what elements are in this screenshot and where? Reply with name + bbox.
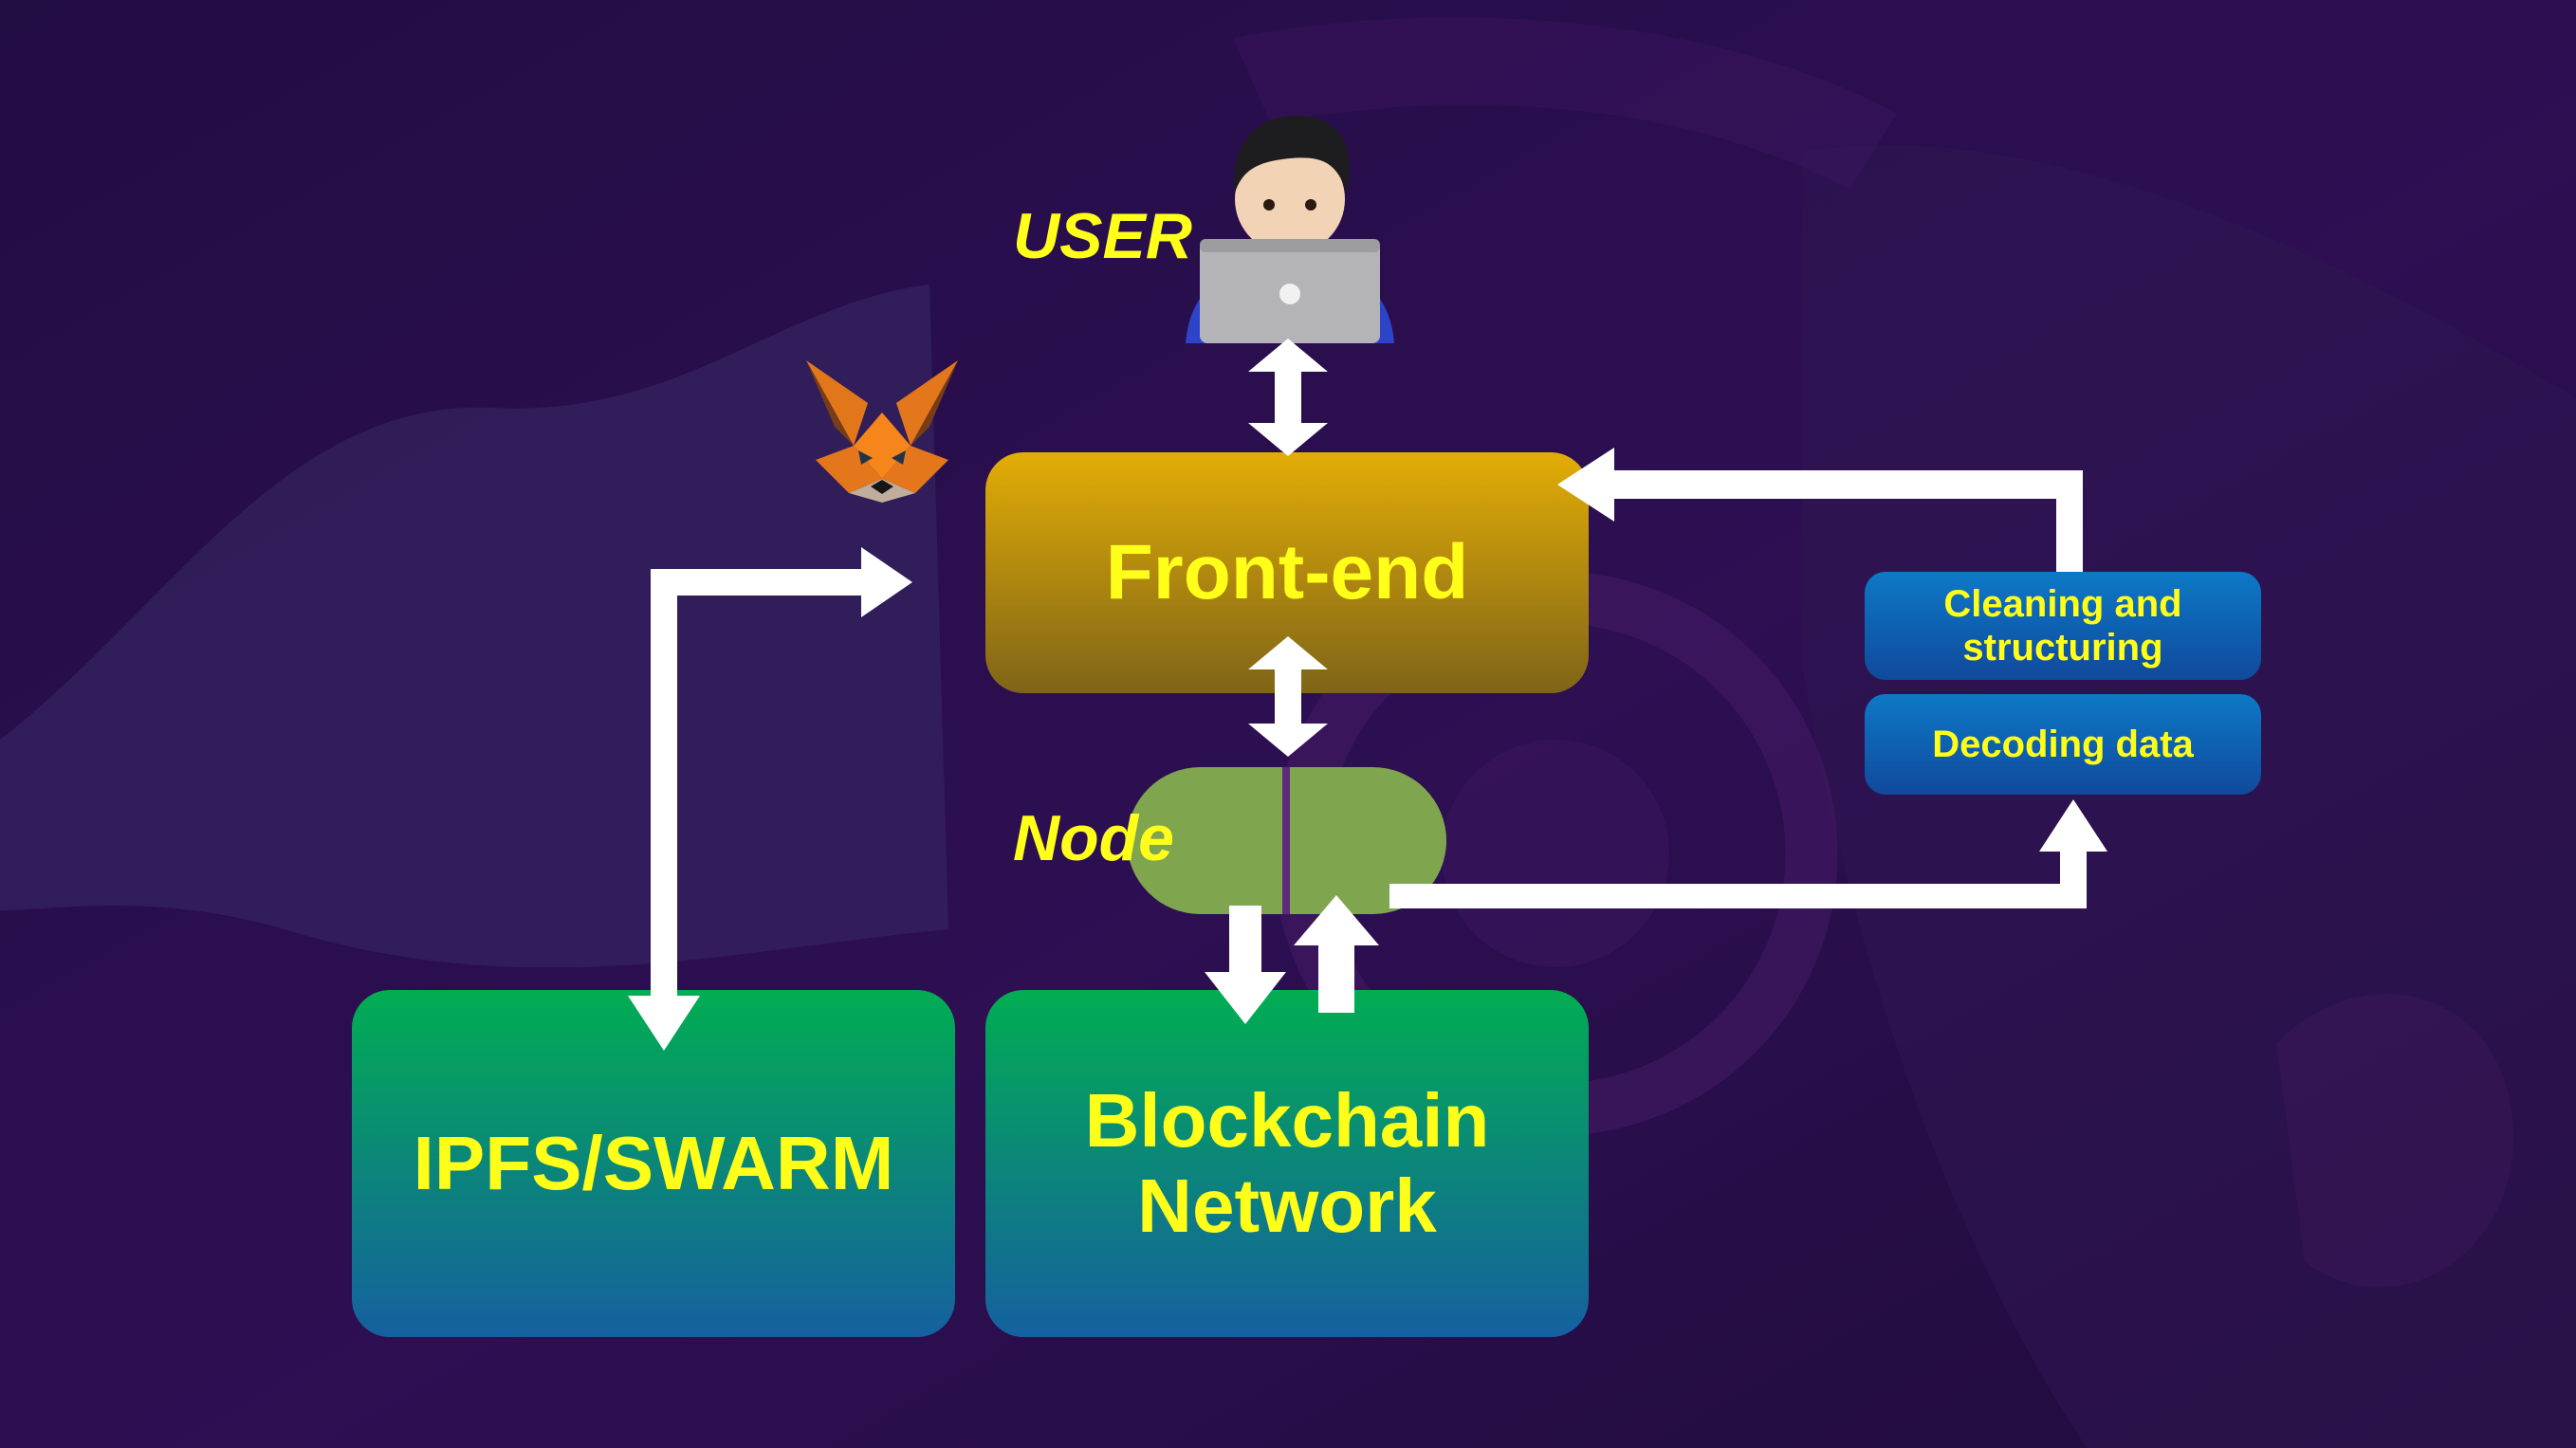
ipfs-swarm-label: IPFS/SWARM [413,1121,894,1206]
cleaning-label-line1: Cleaning and [1943,583,2182,625]
user-with-laptop-icon [1186,115,1394,343]
ipfs-swarm-box: IPFS/SWARM [352,990,955,1337]
blockchain-label-line1: Blockchain [1084,1078,1490,1164]
blockchain-network-text: Blockchain Network [1085,1078,1490,1248]
frontend-label: Front-end [1105,529,1469,616]
cleaning-structuring-box: Cleaning and structuring [1865,572,2261,680]
metamask-fox-icon [806,360,958,503]
arrow-frontend-ipfs [628,547,912,1051]
arrow-node-to-blockchain [1205,906,1286,1024]
arrow-frontend-node [1248,636,1328,757]
blockchain-network-box: Blockchain Network [985,990,1589,1337]
decoding-label: Decoding data [1932,724,2194,765]
decoding-data-box: Decoding data [1865,694,2261,795]
arrow-user-frontend [1248,339,1328,456]
node-divider [1282,767,1290,914]
cleaning-label-line2: structuring [1962,627,2163,669]
user-label: USER [1013,200,1192,272]
arrow-blockchain-to-node [1294,895,1379,1013]
blockchain-label-line2: Network [1137,1164,1437,1248]
cleaning-structuring-text: Cleaning and structuring [1943,582,2181,669]
arrow-cleaning-to-frontend [1557,448,2083,572]
node-label: Node [1013,802,1174,874]
arrow-node-to-decoding [1389,799,2107,908]
